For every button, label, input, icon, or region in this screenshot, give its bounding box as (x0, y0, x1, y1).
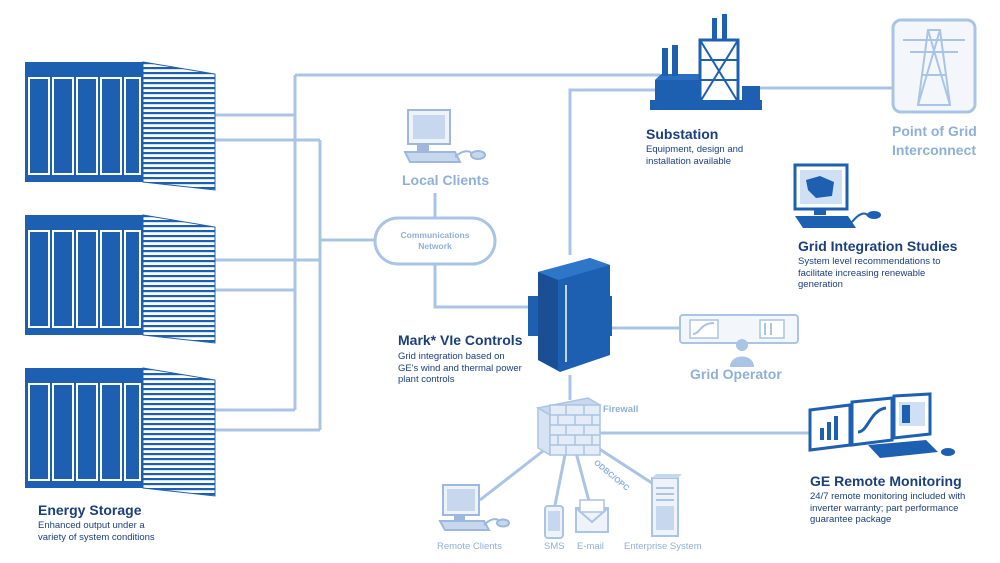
remote-monitoring-title: GE Remote Monitoring (810, 473, 962, 489)
grid-integration-description: System level recommendations to facilita… (798, 256, 941, 290)
connection-lines (215, 73, 893, 506)
enterprise-system-label: Enterprise System (624, 541, 702, 552)
firewall-icon (535, 397, 603, 457)
substation-title: Substation (646, 126, 719, 142)
computer-icon (438, 484, 510, 531)
battery-container-icon (24, 367, 216, 497)
mark-controls-title: Mark* VIe Controls (398, 332, 523, 348)
substation-description: Equipment, design and installation avail… (646, 144, 744, 167)
operator-console-icon (679, 314, 799, 367)
point-of-grid-line2: Interconnect (892, 142, 977, 158)
remote-monitoring-description: 24/7 remote monitoring included with inv… (810, 491, 966, 525)
battery-container-icon (24, 61, 216, 191)
remote-clients-label: Remote Clients (437, 541, 502, 552)
transmission-tower-icon (891, 18, 977, 114)
substation-icon (650, 14, 762, 110)
enterprise-server-icon (651, 474, 682, 537)
network-label-line1: Communications (400, 230, 470, 240)
server-cabinet-icon (528, 258, 612, 372)
point-of-grid-line1: Point of Grid (892, 123, 977, 139)
local-clients-title: Local Clients (402, 172, 490, 188)
network-label-line2: Network (418, 241, 452, 251)
energy-storage-title: Energy Storage (38, 502, 142, 518)
energy-storage-description: Enhanced output under a variety of syste… (38, 520, 155, 543)
grid-operator-title: Grid Operator (690, 366, 782, 382)
envelope-icon (575, 499, 609, 533)
sms-label: SMS (544, 541, 565, 552)
communications-network-node (373, 216, 497, 266)
grid-integration-title: Grid Integration Studies (798, 238, 958, 254)
monitor-panel-icon (808, 392, 955, 458)
mark-controls-description: Grid integration based on GE's wind and … (398, 351, 522, 385)
phone-icon (544, 505, 564, 539)
computer-icon (403, 109, 486, 163)
firewall-label: Firewall (603, 404, 639, 415)
email-label: E-mail (577, 541, 604, 552)
battery-container-icon (24, 214, 216, 344)
computer-icon (793, 163, 881, 228)
